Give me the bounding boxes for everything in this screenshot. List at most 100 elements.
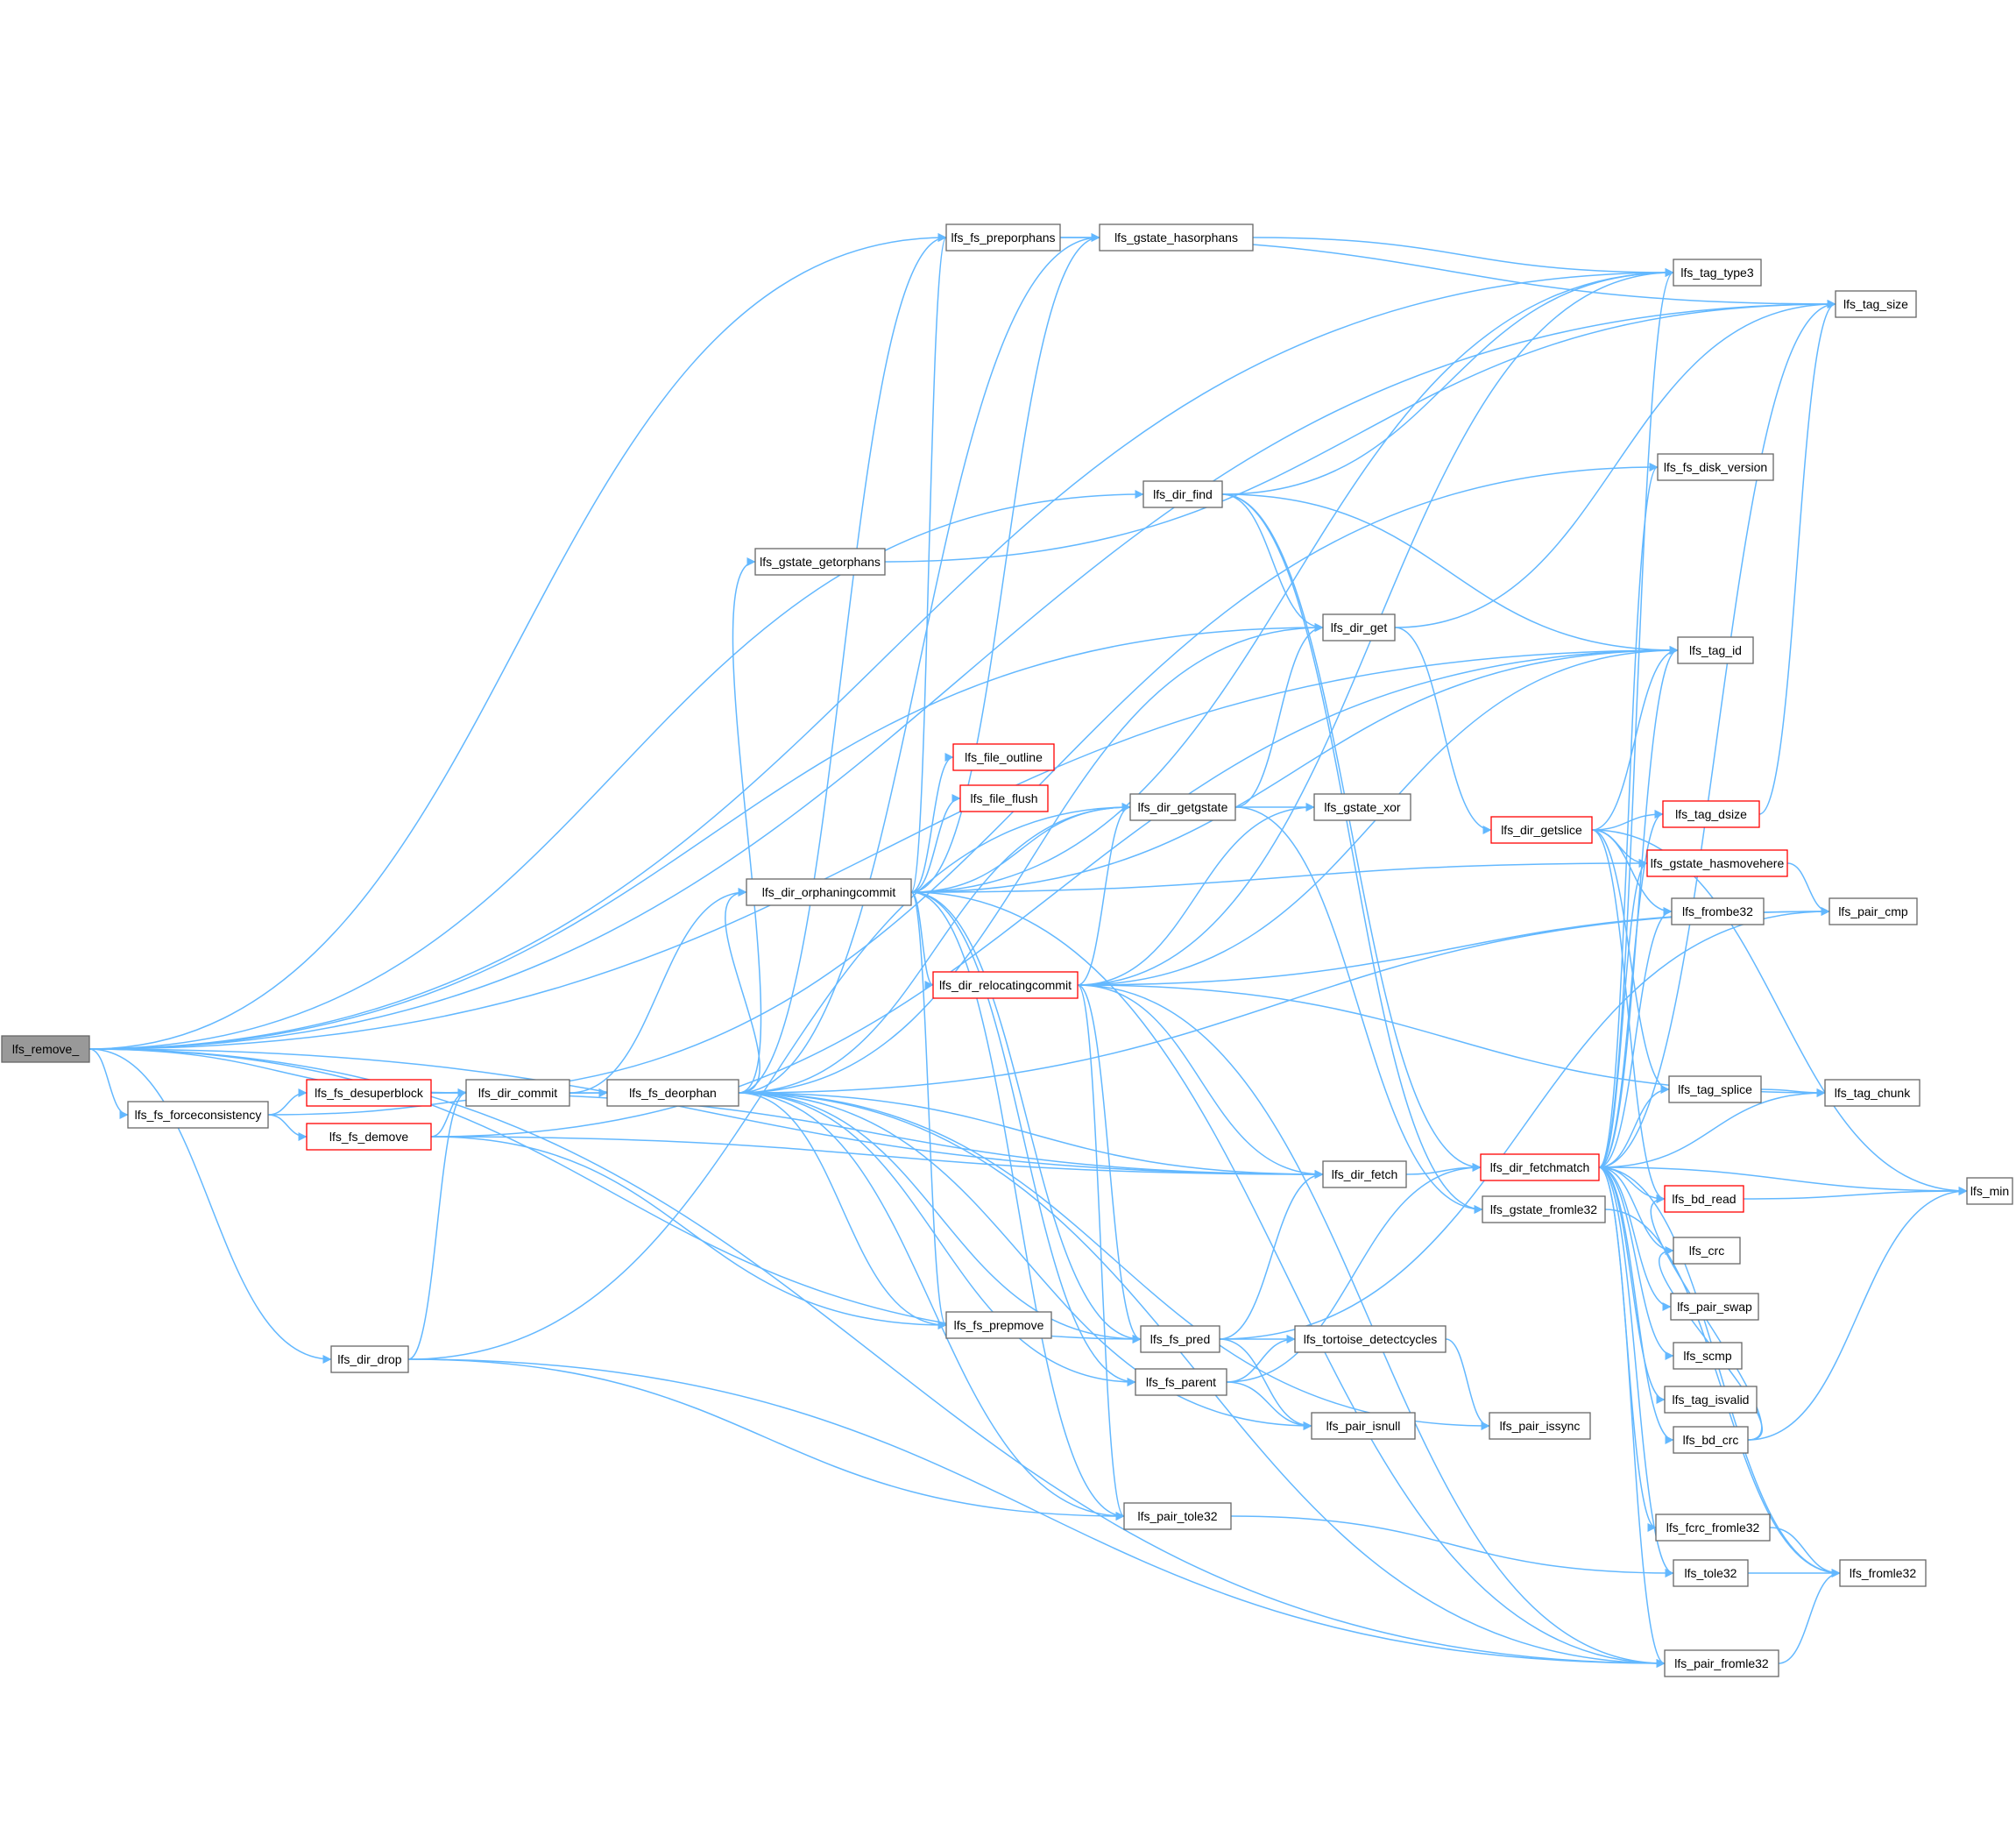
edge-deorphan-to-fs_parent	[738, 1092, 1136, 1386]
edge-dir_fetchmatch-to-gstate_hasmovehere	[1598, 859, 1648, 1168]
node-pair-fromle32[interactable]: lfs_pair_fromle32	[1664, 1649, 1779, 1677]
node-box	[1677, 636, 1754, 664]
node-pair-swap[interactable]: lfs_pair_swap	[1670, 1293, 1759, 1321]
node-file-flush[interactable]: lfs_file_flush	[959, 784, 1049, 812]
node-label: lfs_pair_issync	[1500, 1419, 1581, 1433]
node-label: lfs_dir_getgstate	[1138, 800, 1228, 814]
node-dir-get[interactable]: lfs_dir_get	[1322, 613, 1396, 642]
node-dir-find[interactable]: lfs_dir_find	[1142, 480, 1223, 508]
edge-orphaningcommit-to-pair_tole32	[910, 891, 1125, 1521]
node-tag-size[interactable]: lfs_tag_size	[1835, 290, 1917, 318]
node-dir-drop[interactable]: lfs_dir_drop	[330, 1345, 409, 1373]
node-dir-getslice[interactable]: lfs_dir_getslice	[1490, 816, 1593, 844]
edge-deorphan-to-orphaningcommit	[725, 888, 760, 1094]
node-tag-splice[interactable]: lfs_tag_splice	[1668, 1075, 1762, 1103]
edge-orphaningcommit-to-fs_parent	[910, 891, 1136, 1386]
node-label: lfs_frombe32	[1682, 904, 1753, 918]
node-gstate-xor[interactable]: lfs_gstate_xor	[1313, 793, 1411, 821]
node-gstate-getorphans[interactable]: lfs_gstate_getorphans	[754, 548, 886, 576]
node-tag-dsize[interactable]: lfs_tag_dsize	[1662, 800, 1760, 828]
node-tole32[interactable]: lfs_tole32	[1673, 1559, 1749, 1587]
node-fs-pred[interactable]: lfs_fs_pred	[1140, 1325, 1220, 1353]
node-pair-issync[interactable]: lfs_pair_issync	[1489, 1412, 1591, 1440]
node-gstate-hasorphans[interactable]: lfs_gstate_hasorphans	[1099, 223, 1254, 252]
node-frombe32[interactable]: lfs_frombe32	[1671, 897, 1765, 925]
node-label: lfs_tole32	[1685, 1566, 1737, 1580]
edge-orphaningcommit-to-gstate_hasorphans	[910, 233, 1100, 893]
node-label: lfs_file_flush	[970, 791, 1037, 805]
node-dir-commit[interactable]: lfs_dir_commit	[465, 1079, 570, 1107]
node-orphaningcommit[interactable]: lfs_dir_orphaningcommit	[746, 878, 912, 906]
edge-orphaningcommit-to-pair_fromle32	[910, 891, 1666, 1668]
node-label: lfs_fs_pred	[1150, 1332, 1210, 1346]
edge-deorphan-to-dir_get	[738, 623, 1324, 1094]
node-label: lfs_dir_fetch	[1332, 1167, 1397, 1181]
node-bd-crc[interactable]: lfs_bd_crc	[1673, 1426, 1749, 1454]
node-box	[1129, 793, 1236, 821]
node-box	[1966, 1177, 2013, 1205]
edge-gstate_getorphans-to-tag_size	[884, 300, 1836, 563]
node-fromle32[interactable]: lfs_fromle32	[1839, 1559, 1927, 1587]
node-dir-fetchmatch[interactable]: lfs_dir_fetchmatch	[1480, 1153, 1600, 1181]
node-label: lfs_pair_cmp	[1838, 904, 1908, 918]
node-box	[1123, 1502, 1232, 1530]
node-scmp[interactable]: lfs_scmp	[1673, 1342, 1743, 1370]
node-min[interactable]: lfs_min	[1966, 1177, 2013, 1205]
node-relocatingcommit[interactable]: lfs_dir_relocatingcommit	[932, 971, 1079, 999]
node-label: lfs_fs_parent	[1146, 1375, 1216, 1389]
edge-remove-to-tag_size	[88, 300, 1836, 1050]
node-preporphans[interactable]: lfs_fs_preporphans	[945, 223, 1061, 252]
node-crc[interactable]: lfs_crc	[1673, 1237, 1741, 1265]
node-tag-isvalid[interactable]: lfs_tag_isvalid	[1664, 1386, 1758, 1414]
node-deorphan[interactable]: lfs_fs_deorphan	[606, 1079, 739, 1107]
edge-orphaningcommit-to-file_flush	[910, 794, 961, 893]
node-pair-tole32[interactable]: lfs_pair_tole32	[1123, 1502, 1232, 1530]
node-prepmove[interactable]: lfs_fs_prepmove	[945, 1311, 1052, 1339]
node-tag-id[interactable]: lfs_tag_id	[1677, 636, 1754, 664]
node-remove[interactable]: lfs_remove_	[1, 1035, 90, 1063]
node-box	[465, 1079, 570, 1107]
edge-demove-to-tag_id	[430, 646, 1679, 1138]
node-file-outline[interactable]: lfs_file_outline	[952, 743, 1055, 771]
node-label: lfs_dir_get	[1331, 620, 1388, 634]
node-box	[952, 743, 1055, 771]
node-box	[306, 1079, 432, 1107]
node-label: lfs_scmp	[1683, 1349, 1731, 1363]
node-tortoise[interactable]: lfs_tortoise_detectcycles	[1294, 1325, 1447, 1353]
node-gstate-fromle32[interactable]: lfs_gstate_fromle32	[1482, 1195, 1606, 1223]
edge-forceconsistency-to-demove	[267, 1114, 308, 1141]
edge-dir_fetchmatch-to-tag_isvalid	[1598, 1166, 1666, 1404]
node-pair-cmp[interactable]: lfs_pair_cmp	[1829, 897, 1918, 925]
node-dir-fetch[interactable]: lfs_dir_fetch	[1322, 1160, 1407, 1188]
node-demove[interactable]: lfs_fs_demove	[306, 1123, 432, 1151]
node-box	[127, 1101, 269, 1129]
node-forceconsistency[interactable]: lfs_fs_forceconsistency	[127, 1101, 269, 1129]
node-tag-chunk[interactable]: lfs_tag_chunk	[1824, 1079, 1921, 1107]
node-label: lfs_gstate_getorphans	[760, 555, 881, 569]
node-fs-disk-version[interactable]: lfs_fs_disk_version	[1657, 453, 1774, 481]
node-desuperblock[interactable]: lfs_fs_desuperblock	[306, 1079, 432, 1107]
edge-fs_pred-to-pair_cmp	[1219, 907, 1830, 1340]
edge-orphaningcommit-to-prepmove	[910, 891, 947, 1329]
node-fcrc-fromle32[interactable]: lfs_fcrc_fromle32	[1655, 1514, 1771, 1542]
edge-fcrc_fromle32-to-fromle32	[1769, 1527, 1841, 1577]
edge-remove-to-preporphans	[88, 233, 947, 1050]
edge-dir_find-to-dir_get	[1221, 493, 1324, 632]
edge-demove-to-prepmove	[430, 1136, 947, 1329]
node-fs-parent[interactable]: lfs_fs_parent	[1135, 1368, 1227, 1396]
node-dir-getgstate[interactable]: lfs_dir_getgstate	[1129, 793, 1236, 821]
node-gstate-hasmovehere[interactable]: lfs_gstate_hasmovehere	[1646, 849, 1788, 877]
edge-deorphan-to-prepmove	[738, 1092, 947, 1329]
edge-orphaningcommit-to-dir_getgstate	[910, 803, 1131, 893]
edge-dir_fetchmatch-to-tag_size	[1598, 300, 1836, 1168]
edge-dir_fetchmatch-to-tole32	[1598, 1166, 1674, 1577]
node-box	[1480, 1153, 1600, 1181]
node-bd-read[interactable]: lfs_bd_read	[1664, 1185, 1744, 1213]
node-box	[945, 1311, 1052, 1339]
node-pair-isnull[interactable]: lfs_pair_isnull	[1311, 1412, 1416, 1440]
node-label: lfs_fs_preporphans	[951, 230, 1055, 245]
node-tag-type3[interactable]: lfs_tag_type3	[1673, 259, 1762, 287]
edge-dir_getslice-to-tag_splice	[1591, 829, 1670, 1094]
node-box	[1655, 1514, 1771, 1542]
edge-dir_fetchmatch-to-scmp	[1598, 1166, 1674, 1360]
